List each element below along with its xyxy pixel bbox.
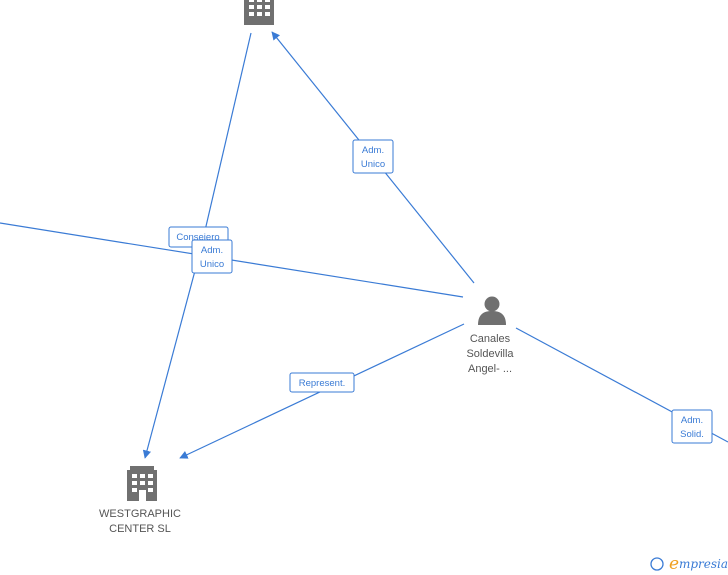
edge-label-adm-solid[interactable]: Adm. Solid. bbox=[671, 409, 713, 444]
edge-label-adm-unico-west-line-1: Adm. bbox=[201, 245, 223, 256]
edge-label-represent[interactable]: Represent. bbox=[289, 372, 355, 393]
top-company-building-icon[interactable] bbox=[244, 0, 274, 25]
edge-label-adm-unico-top-line-1: Adm. bbox=[362, 145, 384, 156]
brand-rest: mpresia bbox=[679, 557, 728, 571]
edge-label-adm-solid-line-2: Solid. bbox=[680, 429, 704, 440]
empresia-watermark: © e mpresia bbox=[650, 554, 728, 574]
person-icon[interactable] bbox=[478, 296, 506, 326]
person-label-line-2: Soldevilla bbox=[466, 348, 514, 360]
westgraphic-label-line-1: WESTGRAPHIC bbox=[99, 508, 181, 520]
edge-consejero bbox=[199, 32, 252, 253]
edge-label-adm-solid-line-1: Adm. bbox=[681, 415, 703, 426]
edge-label-represent-text: Represent. bbox=[299, 378, 345, 389]
person-label-line-1: Canales bbox=[470, 333, 511, 345]
edge-label-consejero-text: Consejero bbox=[176, 232, 219, 243]
edge-label-adm-unico-top[interactable]: Adm. Unico bbox=[352, 139, 394, 174]
edge-label-adm-unico-west[interactable]: Adm. Unico bbox=[191, 239, 233, 274]
edge-adm-unico-to-westgraphic bbox=[142, 251, 201, 459]
edge-label-adm-unico-top-line-2: Unico bbox=[361, 159, 385, 170]
westgraphic-label-line-2: CENTER SL bbox=[109, 523, 171, 535]
edge-label-adm-unico-west-line-2: Unico bbox=[200, 259, 224, 270]
brand-initial: e bbox=[669, 554, 679, 574]
person-label-line-3: Angel- ... bbox=[468, 363, 512, 375]
westgraphic-building-icon[interactable] bbox=[127, 466, 157, 501]
